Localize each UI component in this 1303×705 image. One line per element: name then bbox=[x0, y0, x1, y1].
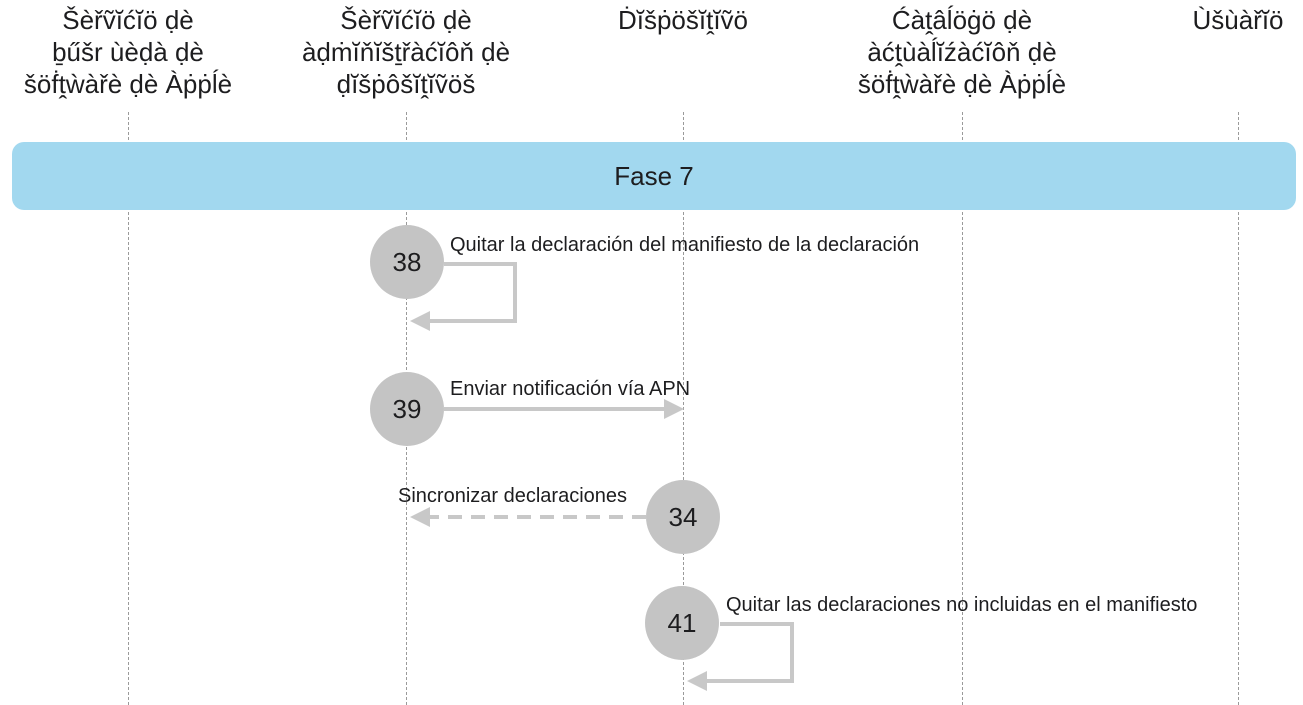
step-39-label: Enviar notificación vía APN bbox=[450, 378, 690, 400]
lifeline-apple-business bbox=[128, 112, 129, 705]
step-41: 41 Quitar las declaraciones no incluidas… bbox=[645, 586, 1197, 691]
step-34: 34 Sincronizar declaraciones bbox=[398, 480, 720, 554]
lane-header-device-management: Šèřṽĭćĭö ḍè àḍṁĭňĭšṯřàćĭôň ḍè ḍĭšṗôšĭṱĭṽ… bbox=[301, 5, 511, 99]
phase-bar: Fase 7 bbox=[12, 142, 1296, 210]
step-38-arrow bbox=[424, 262, 517, 323]
step-38-arrowhead bbox=[410, 311, 430, 331]
step-39-circle bbox=[370, 372, 444, 446]
lane-header-software-update-catalog: Ćàṱâĺöġö ḍè àćṱùàĺĭźàćĭôň ḍè šöḟṱẁàřè ḍè… bbox=[857, 5, 1067, 99]
step-38: 38 Quitar la declaración del manifiesto … bbox=[370, 225, 919, 331]
step-41-arrowhead bbox=[687, 671, 707, 691]
step-34-circle bbox=[646, 480, 720, 554]
lane-header-device: Ḋĭšṗöšĭṱĭṽö bbox=[617, 5, 749, 35]
step-38-number: 38 bbox=[393, 247, 422, 277]
step-34-number: 34 bbox=[669, 502, 698, 532]
step-38-circle bbox=[370, 225, 444, 299]
step-41-number: 41 bbox=[668, 608, 697, 638]
lifeline-software-update-catalog bbox=[962, 112, 963, 705]
step-39: 39 Enviar notificación vía APN bbox=[370, 372, 690, 446]
step-41-circle bbox=[645, 586, 719, 660]
lane-header-apple-business: Šèřṽĭćĭö ḍè ḇűšr ùèḍà ḍè šöḟṱẁàřè ḍè Àṗṗ… bbox=[23, 5, 233, 99]
step-34-label: Sincronizar declaraciones bbox=[398, 485, 627, 507]
phase-label: Fase 7 bbox=[614, 160, 694, 191]
lane-header-user: Ùšùàřĭö bbox=[1192, 5, 1284, 35]
step-41-arrow bbox=[701, 622, 794, 683]
step-38-label: Quitar la declaración del manifiesto de … bbox=[450, 234, 919, 256]
step-39-number: 39 bbox=[393, 394, 422, 424]
step-39-arrowhead bbox=[664, 399, 684, 419]
lifeline-device bbox=[683, 112, 684, 705]
lifeline-user bbox=[1238, 112, 1239, 705]
step-34-arrowhead bbox=[410, 507, 430, 527]
step-41-label: Quitar las declaraciones no incluidas en… bbox=[726, 594, 1197, 616]
